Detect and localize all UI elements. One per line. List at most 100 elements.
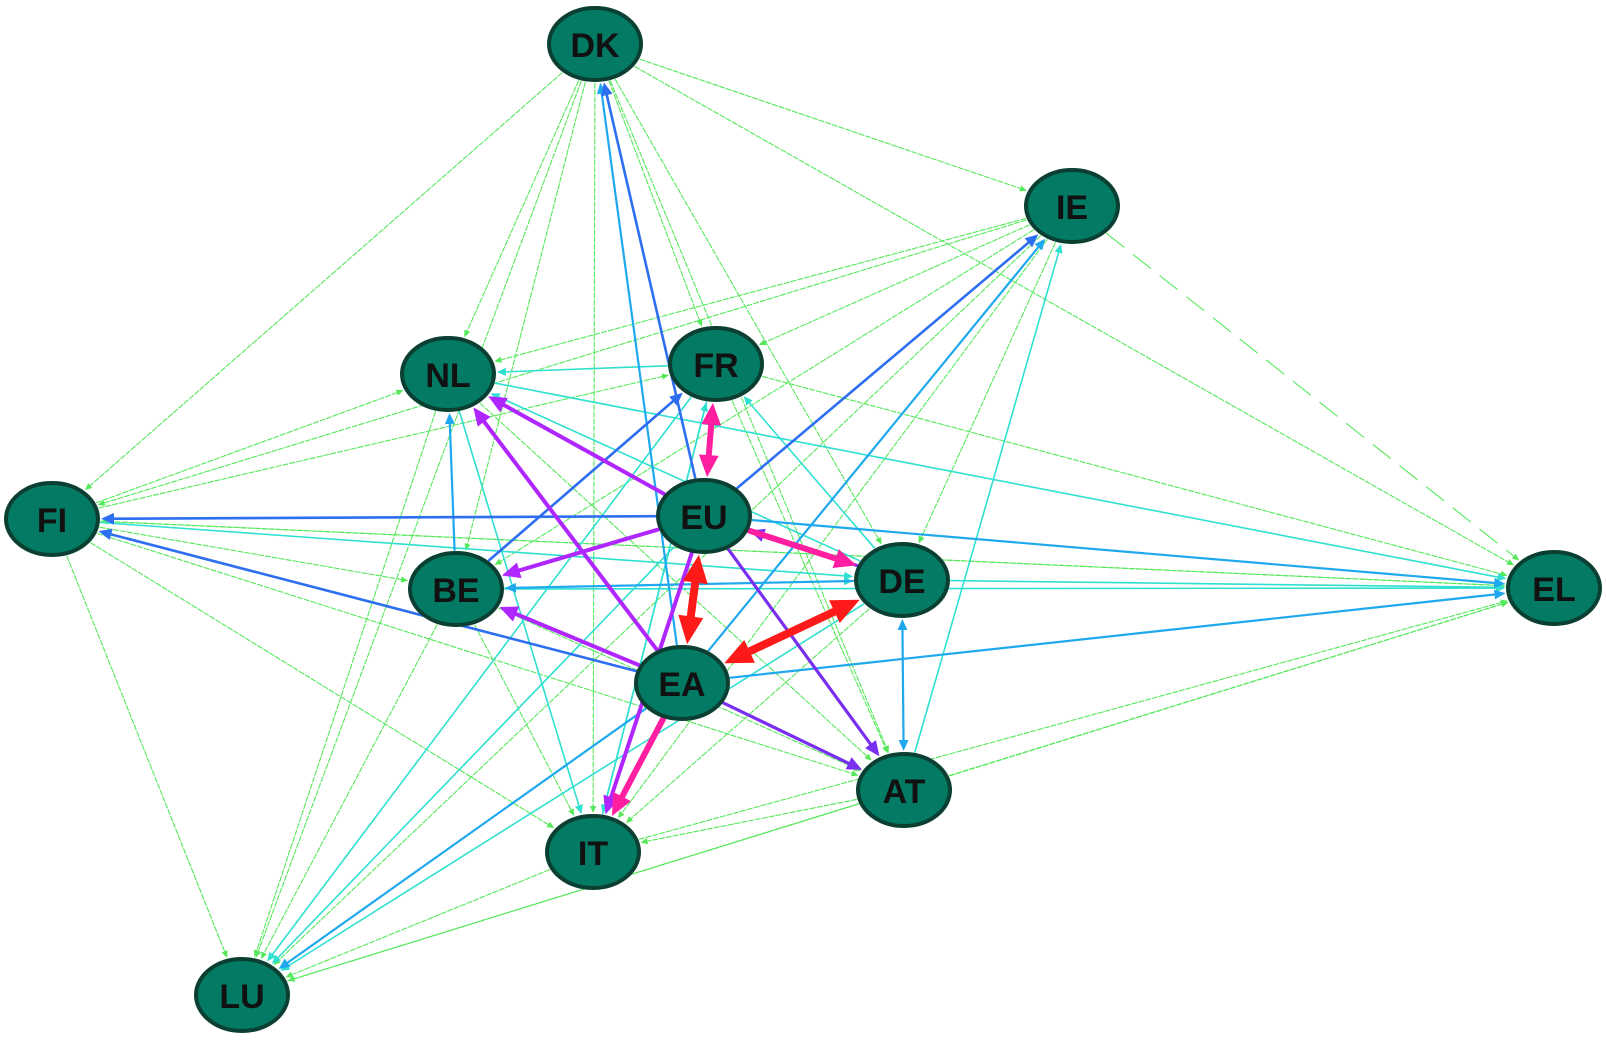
edge-arrowhead	[843, 571, 854, 580]
edge-line	[604, 91, 697, 479]
edge-line	[487, 398, 677, 562]
edge-arrowhead	[575, 804, 583, 815]
edge-arrowhead	[640, 838, 649, 845]
edge-line	[284, 707, 647, 966]
edge-dk-be	[464, 81, 586, 551]
edge-arrowhead	[253, 949, 260, 958]
edge-arrowhead	[829, 599, 860, 624]
edge-arrowhead	[1054, 244, 1063, 254]
edge-line	[498, 401, 666, 496]
edge-dk-fi	[84, 72, 563, 491]
node-ellipse	[668, 326, 764, 402]
node-ellipse	[856, 752, 952, 828]
edge-ea-eu	[678, 554, 708, 645]
edge-arrowhead	[501, 562, 522, 579]
node-fi: FI	[4, 481, 100, 557]
edge-line	[638, 601, 1503, 840]
edge-ea-at	[722, 701, 863, 770]
edge-line	[513, 527, 661, 574]
edge-dk-el	[634, 66, 1515, 566]
edge-line	[729, 593, 1498, 679]
edge-arrowhead	[1499, 570, 1508, 577]
edge-arrowhead	[496, 367, 507, 376]
edge-de-at	[897, 618, 909, 752]
edge-line	[751, 519, 1498, 585]
edge-line	[448, 420, 456, 552]
node-at: AT	[856, 752, 952, 828]
node-ellipse	[547, 6, 643, 82]
edge-arrowhead	[1496, 573, 1507, 582]
edge-ie-nl	[494, 217, 1027, 363]
edge-ie-el	[1106, 232, 1520, 561]
node-ellipse	[656, 478, 752, 554]
node-nl: NL	[400, 336, 496, 412]
edge-line	[914, 250, 1060, 753]
edge-arrowhead	[898, 739, 909, 752]
edge-ea-be	[499, 606, 641, 667]
edge-line	[901, 626, 905, 744]
edge-arrowhead	[97, 499, 106, 506]
edge-at-ie	[914, 244, 1063, 753]
edge-it-el	[638, 599, 1508, 840]
edge-arrowhead	[464, 329, 471, 338]
edge-fi-it	[90, 542, 555, 829]
edge-line	[504, 587, 1499, 590]
edge-ea-el	[729, 589, 1506, 679]
edge-line	[634, 66, 1510, 564]
edge-line	[66, 555, 226, 954]
edge-arrowhead	[661, 373, 669, 380]
edge-arrowhead	[267, 951, 276, 962]
node-ellipse	[4, 481, 100, 557]
node-be: BE	[408, 551, 504, 627]
edge-at-it	[640, 798, 858, 845]
node-lu: LU	[194, 957, 290, 1033]
edge-arrowhead	[850, 770, 859, 777]
edge-line	[617, 715, 667, 804]
edge-arrowhead	[845, 757, 863, 770]
edge-dk-nl	[464, 80, 580, 338]
edge-arrowhead	[682, 554, 708, 585]
edge-fi-nl	[95, 389, 404, 504]
edge-ie-be	[494, 229, 1034, 565]
node-label: DE	[878, 563, 925, 601]
edge-fr-at	[731, 400, 888, 754]
edge-arrowhead	[100, 512, 115, 525]
edge-arrowhead	[1024, 234, 1039, 248]
edge-line	[496, 395, 861, 562]
edge-arrowhead	[724, 639, 755, 664]
edge-el-fi	[100, 518, 1506, 587]
edge-line	[740, 605, 844, 658]
edge-line	[479, 416, 659, 652]
edge-arrowhead	[678, 614, 704, 645]
edge-it-fr	[601, 402, 709, 815]
node-eu: EU	[656, 478, 752, 554]
edge-line	[276, 235, 1042, 962]
edge-arrowhead	[617, 810, 625, 819]
edge-line	[99, 526, 404, 581]
node-dk: DK	[547, 6, 643, 82]
edge-arrowhead	[444, 412, 455, 425]
edge-line	[592, 82, 596, 808]
edge-arrowhead	[1511, 553, 1520, 561]
node-label: IT	[578, 835, 608, 873]
edge-arrowhead	[832, 549, 857, 568]
edge-dk-de	[614, 78, 882, 545]
edge-line	[285, 603, 865, 968]
edge-arrowhead	[494, 356, 502, 363]
edge-arrowhead	[875, 536, 882, 545]
edge-arrowhead	[568, 808, 575, 816]
edge-line	[466, 80, 580, 333]
edge-nl-lu	[253, 411, 437, 958]
edge-arrowhead	[1500, 601, 1509, 608]
edge-arrowhead	[1493, 578, 1506, 588]
edge-fi-lu	[66, 555, 228, 958]
edge-ie-fr	[758, 224, 1030, 346]
edge-line	[722, 701, 853, 767]
edge-line	[276, 546, 675, 960]
node-label: FI	[37, 502, 67, 540]
node-ellipse	[1506, 550, 1602, 626]
node-fr: FR	[668, 326, 764, 402]
edge-arrowhead	[221, 950, 228, 958]
